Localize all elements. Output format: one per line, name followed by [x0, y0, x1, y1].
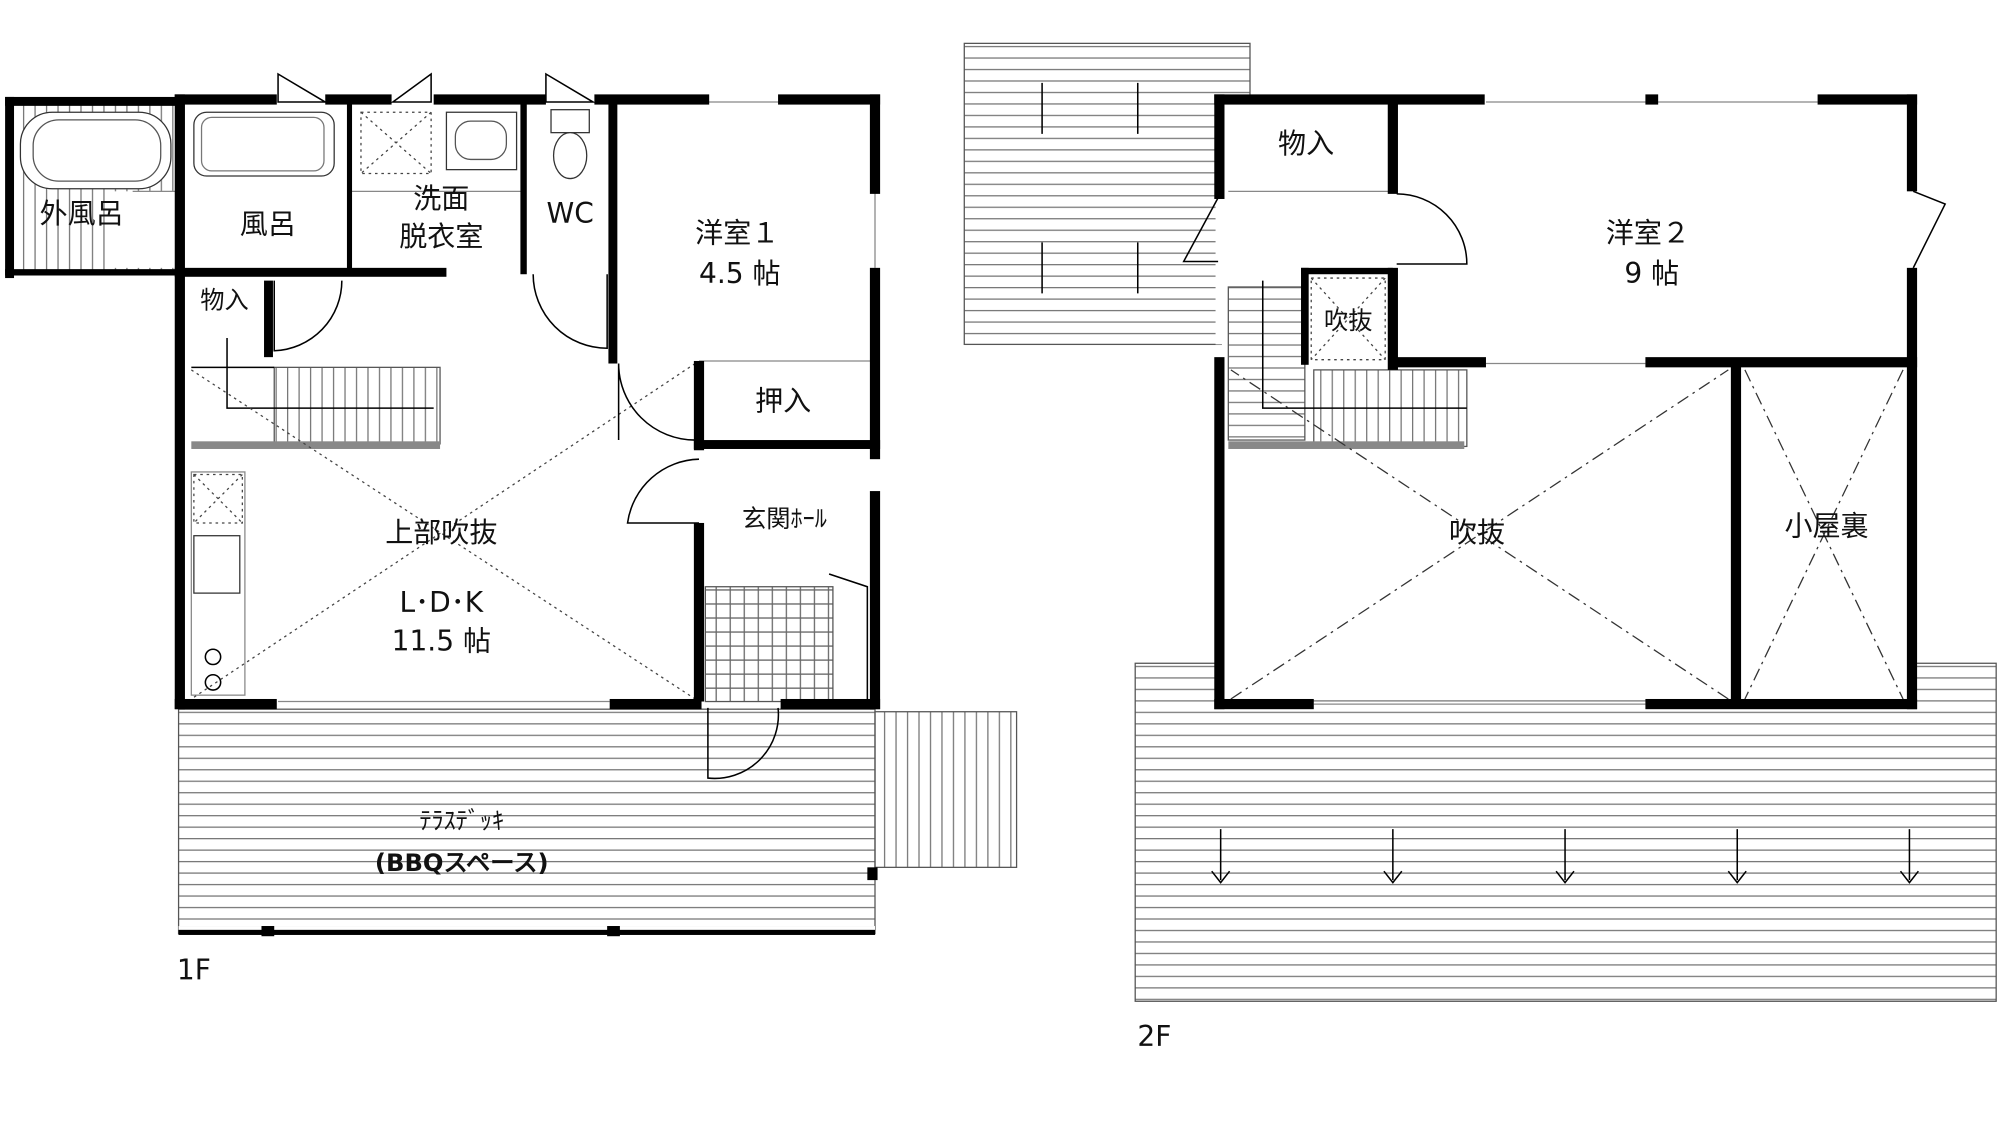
- room-label-small-void: 吹抜: [1324, 307, 1372, 335]
- stairs-1f: [273, 366, 441, 445]
- room-label-outdoor-bath: 外風呂: [40, 197, 124, 230]
- room-label-western-room-1: 洋室１: [695, 216, 779, 249]
- room-label-terrace: ﾃﾗｽﾃﾞｯｷ: [419, 807, 504, 835]
- walls-2f: [1214, 94, 1918, 710]
- entrance-floor: [704, 586, 834, 703]
- walls-1f: [174, 94, 881, 710]
- room-label-ldk: L･D･K: [399, 586, 483, 619]
- room-label-attic: 小屋裏: [1784, 510, 1868, 543]
- deck-steps: [874, 711, 1018, 868]
- floor-2-plan: 物入 洋室２ 9 帖 吹抜 吹抜 小屋裏 2F: [963, 42, 1997, 1053]
- terrace-deck: [177, 708, 876, 935]
- room-label-void: 吹抜: [1449, 516, 1505, 549]
- room-label-washroom: 洗面: [413, 182, 469, 215]
- room-label-storage-1f: 物入: [200, 287, 248, 315]
- floor-label-2f: 2F: [1137, 1020, 1171, 1053]
- room-size-ldk: 11.5 帖: [392, 625, 491, 658]
- room-label-bbq: (BBQスペース): [375, 849, 549, 877]
- room-label-storage-2f: 物入: [1278, 127, 1334, 160]
- room-label-bath: 風呂: [240, 207, 296, 240]
- room-label-wc: WC: [546, 197, 593, 230]
- room-label-dressing: 脱衣室: [399, 220, 483, 253]
- room-size-western-room-2: 9 帖: [1624, 257, 1679, 290]
- upper-balcony: [963, 42, 1251, 346]
- room-label-ldk-void: 上部吹抜: [385, 516, 497, 549]
- floor-1-plan: 外風呂 風呂 洗面 脱衣室 WC 洋室１ 4.5 帖 物入 押入 上部吹抜 L･…: [5, 72, 1018, 987]
- floor-label-1f: 1F: [177, 954, 211, 987]
- room-size-western-room-1: 4.5 帖: [699, 257, 781, 290]
- room-label-entrance-hall: 玄関ﾎｰﾙ: [742, 505, 827, 533]
- room-label-closet: 押入: [755, 385, 811, 418]
- room-label-western-room-2: 洋室２: [1606, 216, 1690, 249]
